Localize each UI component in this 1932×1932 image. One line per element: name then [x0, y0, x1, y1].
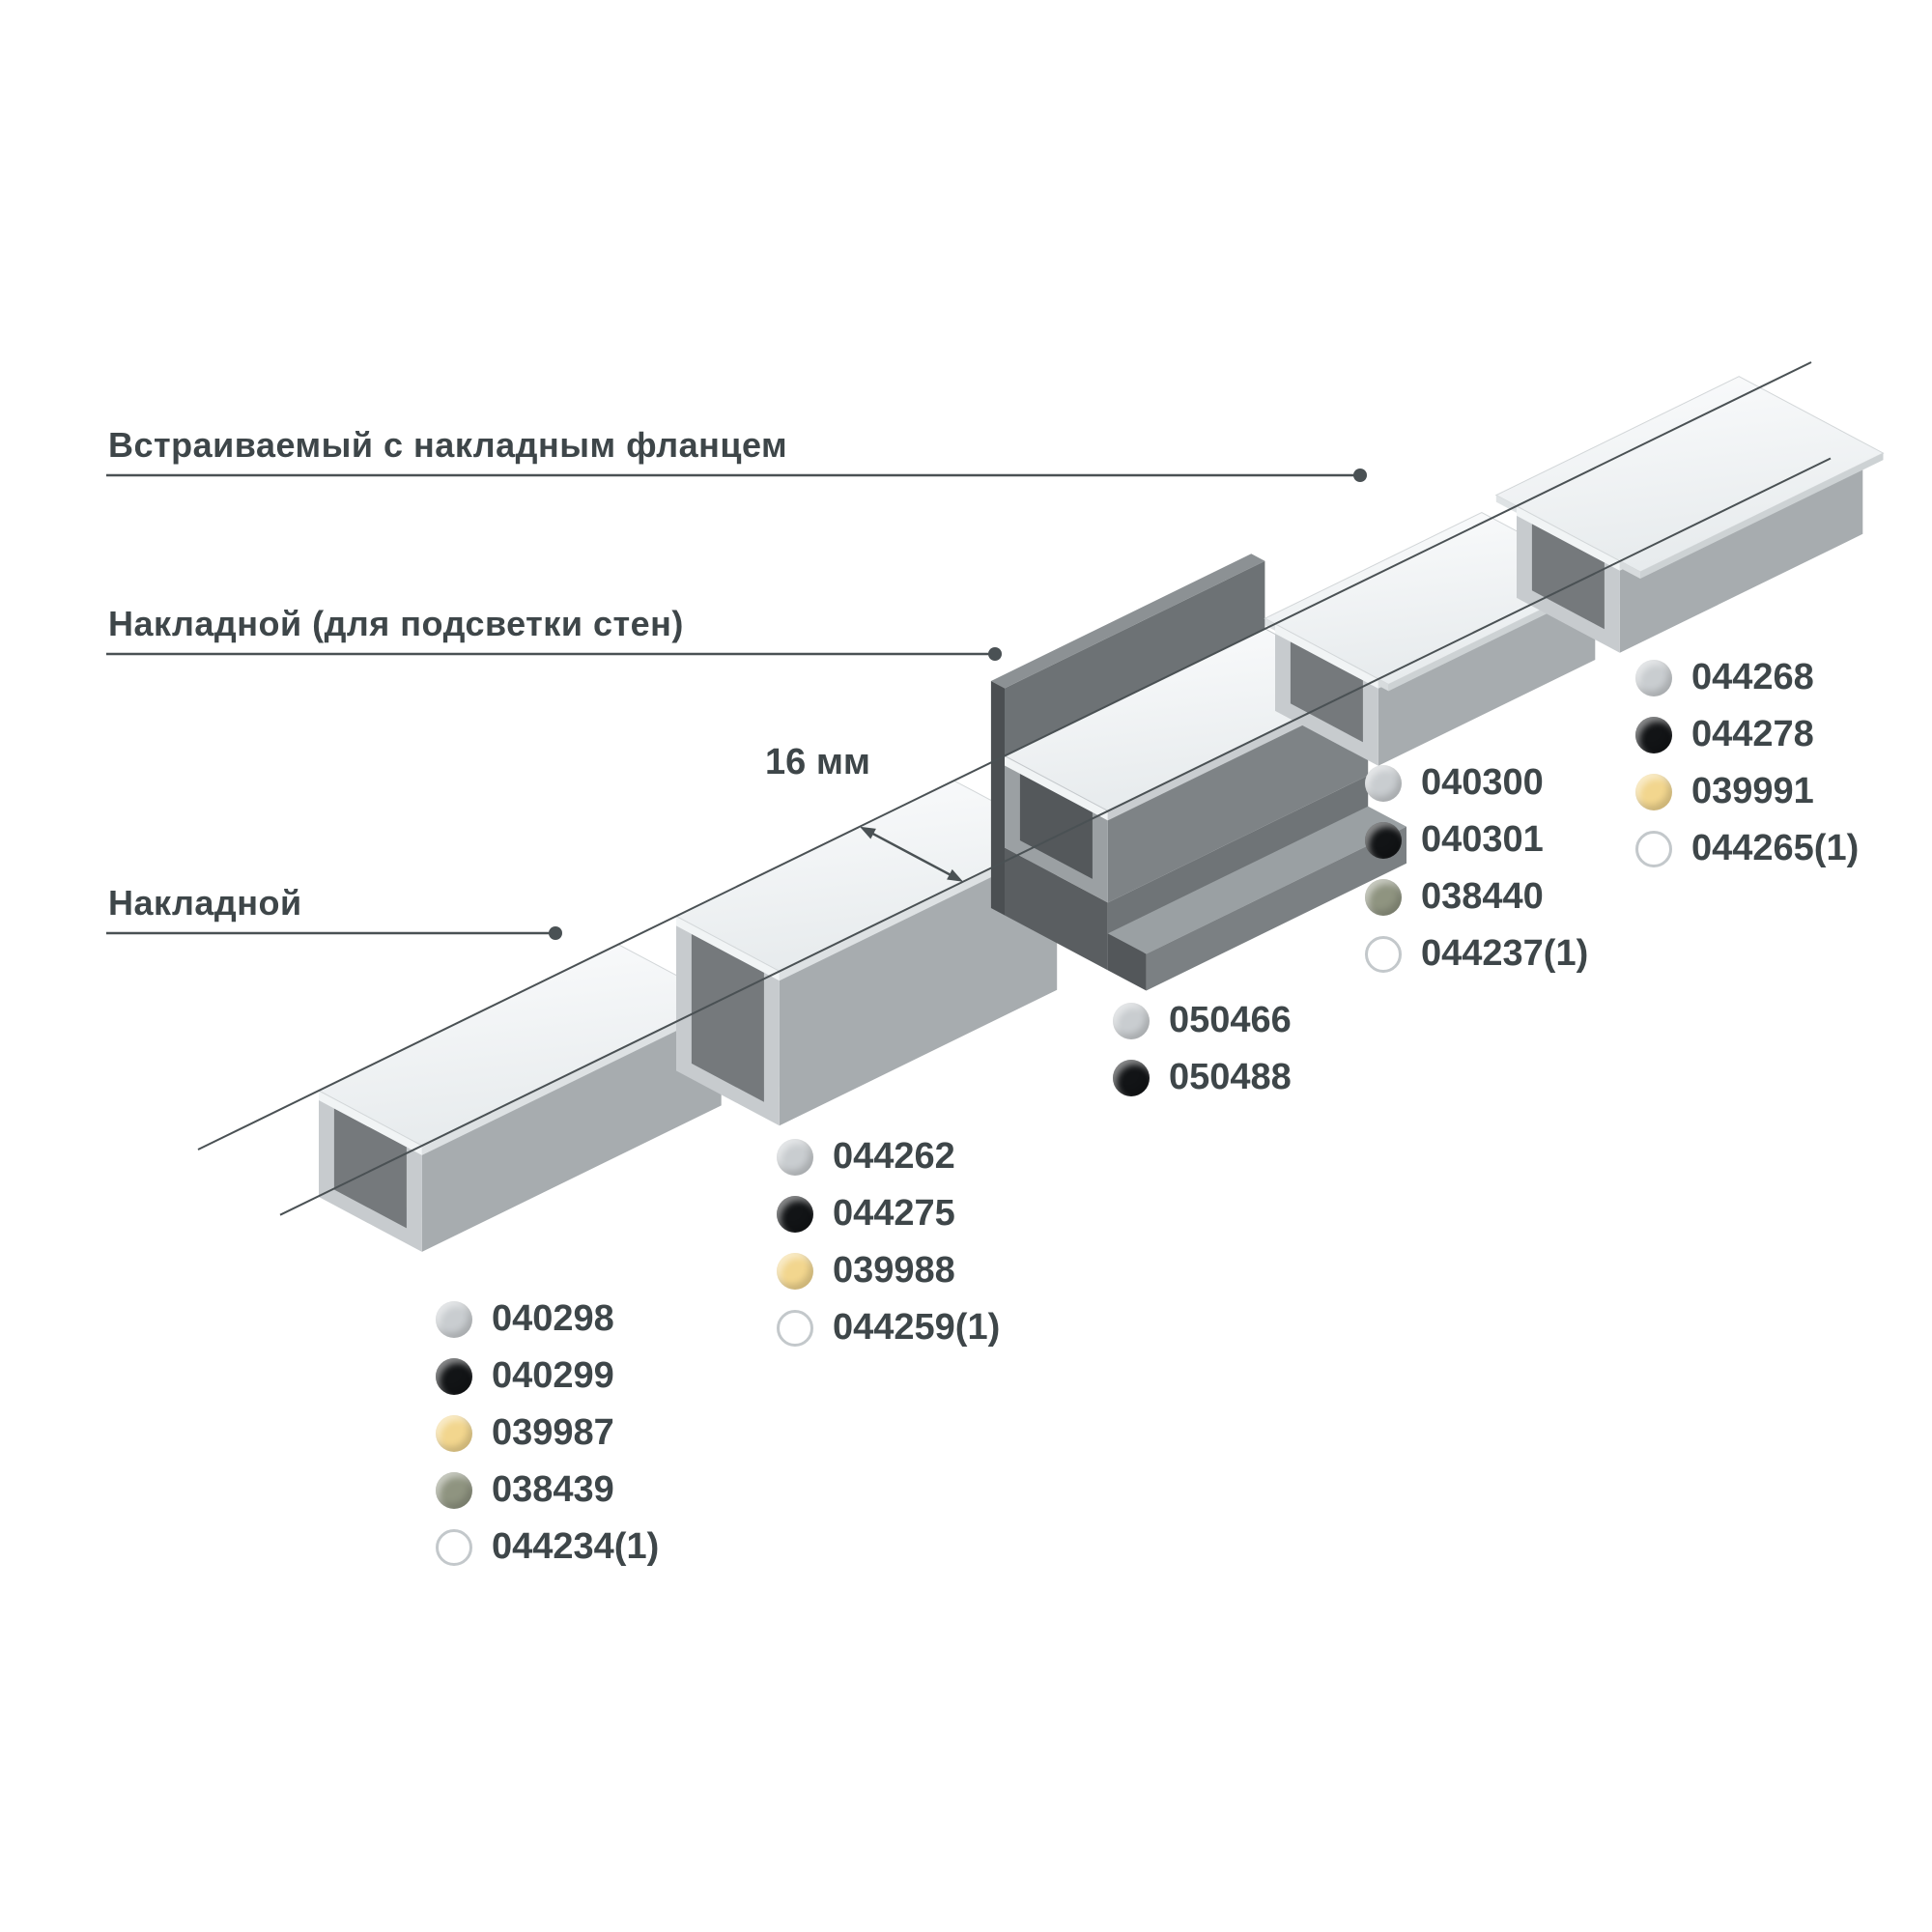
- gray-color-swatch-dot: [1635, 659, 1672, 696]
- article-row: 040298: [436, 1291, 659, 1348]
- yellow-color-swatch-dot: [436, 1414, 472, 1452]
- black-color-swatch-dot: [1635, 716, 1672, 753]
- article-row: 044275: [777, 1185, 1000, 1242]
- article-code: 044275: [833, 1193, 955, 1234]
- article-code: 039991: [1691, 771, 1814, 811]
- white-color-swatch-dot: [1365, 935, 1402, 973]
- article-row: 038440: [1365, 868, 1588, 925]
- article-code: 044265(1): [1691, 828, 1860, 868]
- article-code: 044278: [1691, 714, 1814, 754]
- article-row: 044262: [777, 1128, 1000, 1185]
- article-code: 044259(1): [833, 1307, 1001, 1348]
- black-color-swatch-dot: [1113, 1059, 1150, 1096]
- white-color-swatch-dot: [1635, 830, 1672, 867]
- article-code: 038439: [492, 1469, 614, 1510]
- article-row: 044259(1): [777, 1299, 1000, 1356]
- article-code: 040299: [492, 1355, 614, 1396]
- label-recessed-with-flange: Встраиваемый с накладным фланцем: [108, 425, 788, 465]
- article-code: 044268: [1691, 657, 1814, 697]
- olive-color-swatch-dot: [1365, 878, 1402, 916]
- article-row: 039987: [436, 1405, 659, 1462]
- article-row: 044237(1): [1365, 925, 1588, 982]
- article-row: 044265(1): [1635, 820, 1859, 877]
- article-row: 040299: [436, 1348, 659, 1405]
- profile-2-render: [674, 780, 1059, 1126]
- article-group-4: 040300 040301 038440 044237(1): [1365, 754, 1588, 982]
- black-color-swatch-dot: [777, 1195, 813, 1233]
- article-group-1: 040298 040299 039987 038439 044234(1): [436, 1291, 659, 1576]
- strip-axis-line-far: [279, 457, 1832, 1216]
- black-color-swatch-dot: [1365, 821, 1402, 859]
- article-row: 044234(1): [436, 1519, 659, 1576]
- article-row: 039991: [1635, 763, 1859, 820]
- dimension-label: 16 мм: [765, 742, 871, 782]
- gray-color-swatch-dot: [777, 1138, 813, 1176]
- gray-color-swatch-dot: [1113, 1002, 1150, 1039]
- dimension-arrow-shaft: [871, 832, 952, 876]
- article-code: 050466: [1169, 1000, 1292, 1040]
- article-row: 050488: [1113, 1049, 1292, 1106]
- dimension-arrowhead-upper: [860, 826, 876, 839]
- article-row: 038439: [436, 1462, 659, 1519]
- yellow-color-swatch-dot: [777, 1252, 813, 1290]
- article-code: 050488: [1169, 1057, 1292, 1097]
- article-row: 040300: [1365, 754, 1588, 811]
- dimension-arrowhead-lower: [947, 868, 963, 882]
- black-color-swatch-dot: [436, 1357, 472, 1395]
- gray-color-swatch-dot: [1365, 764, 1402, 802]
- yellow-color-swatch-dot: [1635, 773, 1672, 810]
- article-code: 040300: [1421, 762, 1544, 803]
- article-code: 044237(1): [1421, 933, 1589, 974]
- article-row: 039988: [777, 1242, 1000, 1299]
- article-code: 044234(1): [492, 1526, 660, 1567]
- article-code: 040298: [492, 1298, 614, 1339]
- article-code: 039988: [833, 1250, 955, 1291]
- article-code: 040301: [1421, 819, 1544, 860]
- article-row: 044268: [1635, 649, 1859, 706]
- article-code: 044262: [833, 1136, 955, 1177]
- article-row: 050466: [1113, 992, 1292, 1049]
- strip-axis-line-near: [197, 361, 1812, 1151]
- article-row: 044278: [1635, 706, 1859, 763]
- profile-5-render: [1494, 376, 1885, 653]
- olive-color-swatch-dot: [436, 1471, 472, 1509]
- article-group-2: 044262 044275 039988 044259(1): [777, 1128, 1000, 1356]
- gray-color-swatch-dot: [436, 1300, 472, 1338]
- label-surface-mounted: Накладной: [108, 883, 302, 923]
- label-surface-wall-lighting: Накладной (для подсветки стен): [108, 604, 684, 643]
- article-code: 038440: [1421, 876, 1544, 917]
- leader-wall-lighting-endpoint-dot: [988, 647, 1002, 661]
- article-group-3: 050466 050488: [1113, 992, 1292, 1106]
- leader-surface-endpoint-dot: [549, 926, 562, 940]
- article-row: 040301: [1365, 811, 1588, 868]
- article-code: 039987: [492, 1412, 614, 1453]
- white-color-swatch-dot: [436, 1528, 472, 1566]
- article-group-5: 044268 044278 039991 044265(1): [1635, 649, 1859, 877]
- leader-recessed-flange-endpoint-dot: [1353, 469, 1367, 482]
- white-color-swatch-dot: [777, 1309, 813, 1347]
